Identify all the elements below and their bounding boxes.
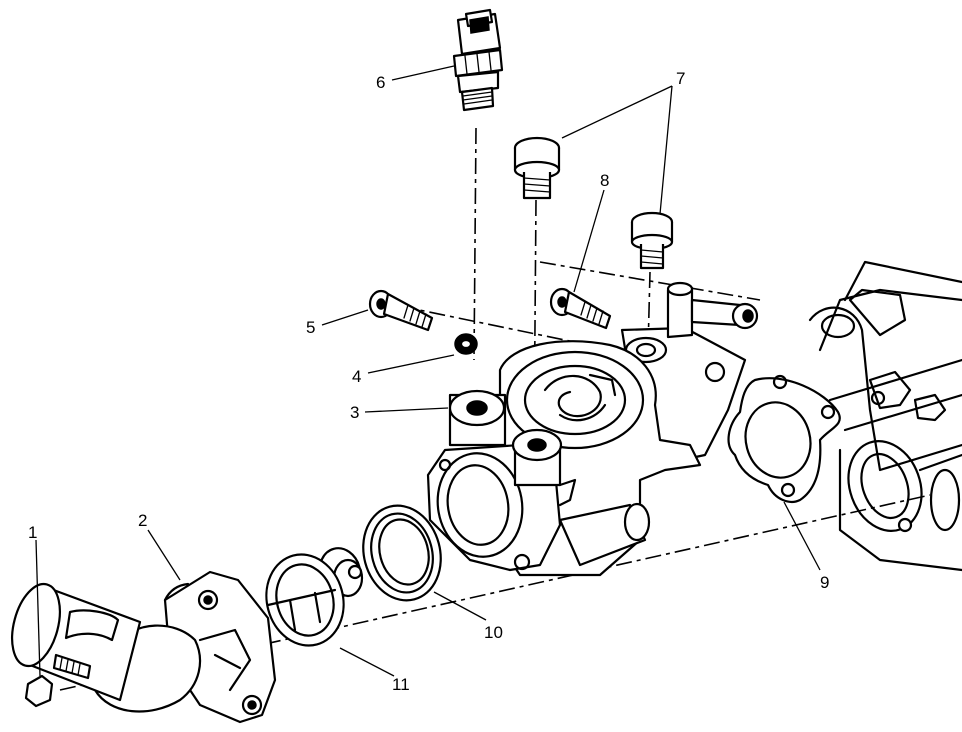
sealing-washer	[454, 333, 478, 355]
callout-5: 5	[306, 318, 315, 337]
callout-2: 2	[138, 511, 147, 530]
callout-6: 6	[376, 73, 385, 92]
thermostat-seal	[362, 504, 442, 602]
bolt-left	[368, 289, 434, 332]
plug-right	[630, 211, 674, 270]
plug-left	[513, 136, 561, 200]
temperature-sensor	[452, 8, 504, 112]
intake-manifold	[808, 260, 962, 572]
callout-11: 11	[392, 675, 410, 694]
thermostat	[265, 547, 364, 647]
manifold-gasket	[727, 374, 841, 503]
leader-lines	[35, 65, 821, 677]
callout-10: 10	[484, 623, 503, 642]
callout-9: 9	[820, 573, 829, 592]
bolt-right	[549, 287, 612, 330]
callout-8: 8	[600, 171, 609, 190]
callout-7: 7	[676, 69, 685, 88]
assembly-axes	[59, 127, 931, 691]
callout-4: 4	[352, 367, 361, 386]
callouts: 1 2 3 4 5 6 7 8 9 10 11	[28, 69, 829, 694]
thermostat-housing	[426, 281, 759, 577]
coolant-hose	[11, 582, 142, 708]
callout-1: 1	[28, 523, 37, 542]
callout-3: 3	[350, 403, 359, 422]
